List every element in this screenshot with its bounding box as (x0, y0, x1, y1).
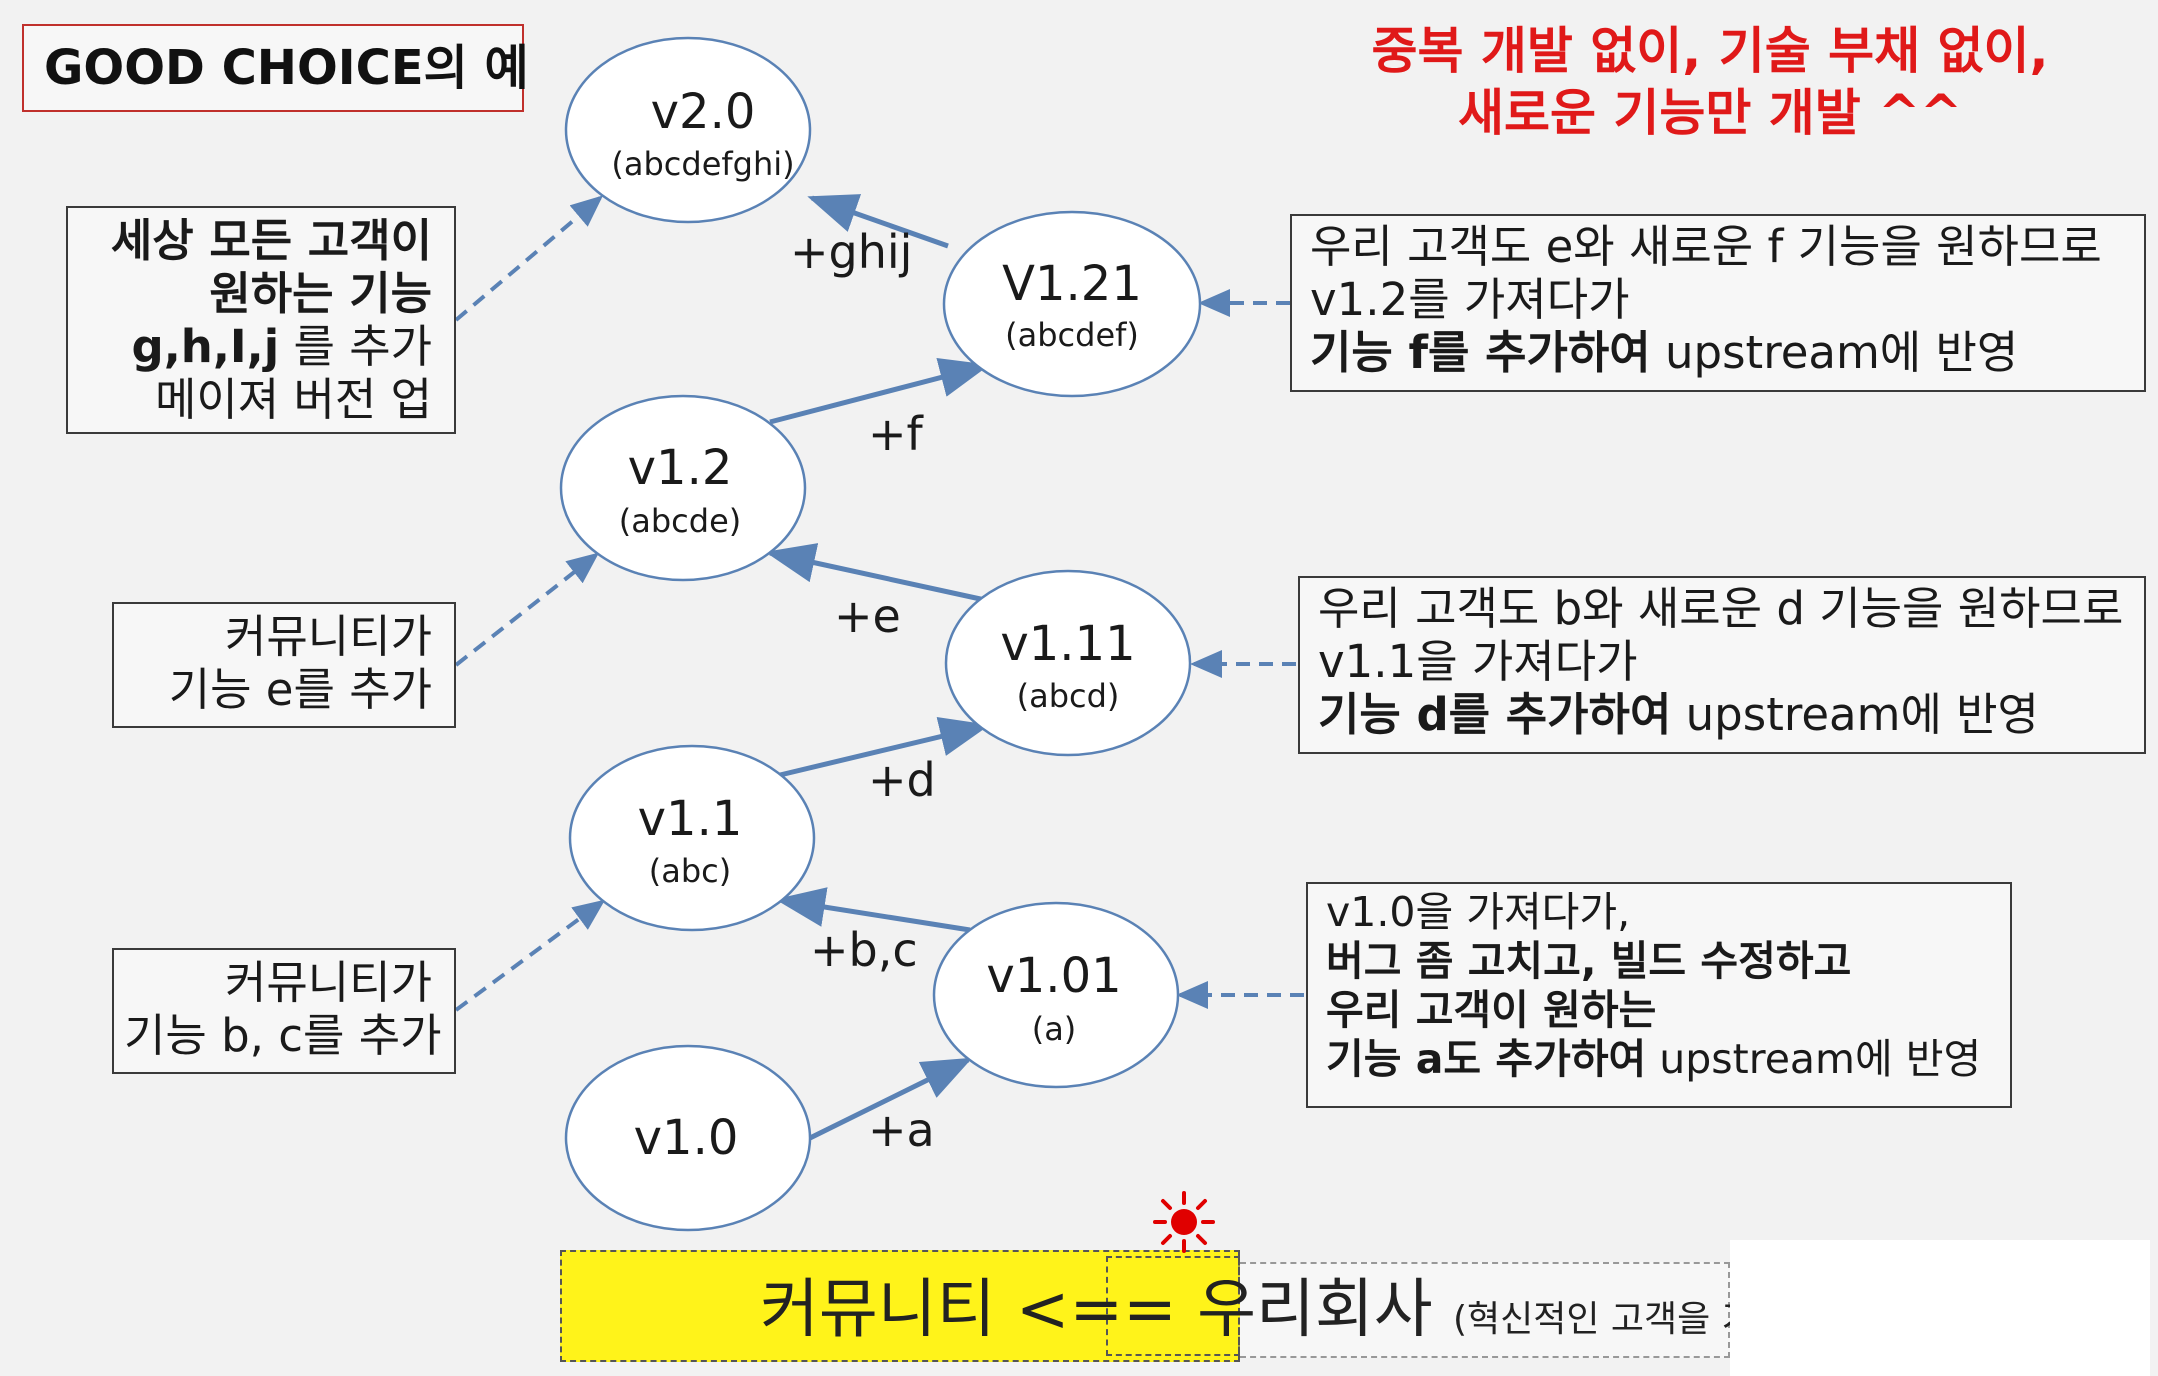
note-customer-f: 우리 고객도 e와 새로운 f 기능을 원하므로 v1.2를 가져다가 기능 f… (1290, 214, 2146, 392)
note-text: upstream에 반영 (1671, 688, 2039, 741)
node-content: (abcde) (619, 502, 741, 540)
note-line: 우리 고객도 b와 새로운 d 기능을 원하므로 (1318, 582, 2124, 635)
node-label: V1.21 (1002, 256, 1142, 312)
node-v1-21: V1.21 (abcdef) (942, 210, 1202, 398)
title-box: GOOD CHOICE의 예 (22, 24, 529, 112)
headline-line-1: 중복 개발 없이, 기술 부채 없이, (1371, 22, 2049, 80)
node-label: v1.1 (638, 791, 743, 847)
note-line: 우리 고객이 원하는 (1326, 986, 1657, 1034)
arrow-v11-to-v111 (779, 717, 990, 778)
arrow-v111-to-v12 (765, 543, 986, 603)
node-v1-1: v1.1 (abc) (568, 744, 816, 932)
note-line: 기능 d를 추가하여 upstream에 반영 (1318, 688, 2126, 741)
node-v1-01: v1.01 (a) (932, 901, 1180, 1089)
node-label: v2.0 (651, 84, 756, 140)
note-text: upstream에 반영 (1646, 1035, 1982, 1083)
edge-label-ghij: +ghij (790, 225, 912, 279)
arrow-v101-to-v11 (775, 887, 971, 933)
community-label: 커뮤니티 <== (760, 1273, 1198, 1347)
node-label: v1.11 (1000, 616, 1135, 672)
note-emphasis: 기능 d를 추가하여 (1318, 688, 1672, 741)
node-label: v1.0 (634, 1110, 739, 1166)
dashed-arrow-major-note (454, 195, 604, 322)
note-emphasis: 기능 a도 추가하여 (1326, 1035, 1647, 1083)
note-line: 기능 a도 추가하여 upstream에 반영 (1326, 1035, 1992, 1084)
arrow-v10-to-v101 (808, 1057, 973, 1141)
node-label: v1.01 (986, 948, 1121, 1004)
note-line: v1.0을 가져다가, (1326, 888, 1631, 936)
node-v1-11: v1.11 (abcd) (944, 569, 1192, 757)
node-content: (abcd) (1017, 677, 1120, 715)
note-emphasis: 기능 f를 추가하여 (1310, 326, 1651, 379)
note-line: 메이져 버전 업 (154, 373, 432, 426)
note-major-version: 세상 모든 고객이 원하는 기능 g,h,I,j 를 추가 메이져 버전 업 (66, 206, 456, 434)
edge-label-d: +d (868, 753, 936, 807)
our-label: 우리 (1197, 1273, 1315, 1347)
bottom-focus-frame (1106, 1256, 1240, 1356)
blank-area (1730, 1240, 2150, 1376)
node-content: (abcdefghi) (611, 145, 794, 183)
note-line: 기능 b, c를 추가 (124, 1009, 442, 1062)
node-v2-0: v2.0 (abcdefghi) (564, 36, 812, 224)
bottom-highlight-banner (560, 1250, 1240, 1362)
note-text: 를 추가 (279, 320, 432, 373)
note-line: 커뮤니티가 (224, 610, 432, 663)
edge-label-a: +a (868, 1103, 935, 1157)
dashed-arrow-e-note (454, 552, 600, 667)
note-line: v1.2를 가져다가 (1310, 273, 1630, 326)
bottom-company-box (1240, 1262, 1730, 1358)
note-customer-a: v1.0을 가져다가, 버그 좀 고치고, 빌드 수정하고 우리 고객이 원하는… (1306, 882, 2012, 1108)
dashed-arrow-bc-note (454, 899, 606, 1012)
note-text: upstream에 반영 (1650, 326, 2019, 379)
headline: 중복 개발 없이, 기술 부채 없이, 새로운 기능만 개발 ^^ (1280, 20, 2140, 144)
note-line: 세상 모든 고객이 (110, 214, 432, 267)
note-customer-d: 우리 고객도 b와 새로운 d 기능을 원하므로 v1.1을 가져다가 기능 d… (1298, 576, 2146, 754)
edge-label-f: +f (868, 407, 925, 461)
arrow-v121-to-v20 (807, 194, 949, 249)
headline-line-2: 새로운 기능만 개발 ^^ (1457, 84, 1962, 142)
node-content: (abc) (649, 852, 731, 890)
note-community-bc: 커뮤니티가 기능 b, c를 추가 (112, 948, 456, 1074)
note-line: v1.1을 가져다가 (1318, 635, 1638, 688)
node-content: (abcdef) (1005, 316, 1139, 354)
note-line: g,h,I,j 를 추가 (78, 320, 432, 373)
company-label: 회사 (1314, 1273, 1453, 1347)
page-title: GOOD CHOICE의 예 (44, 40, 529, 96)
note-community-e: 커뮤니티가 기능 e를 추가 (112, 602, 456, 728)
arrow-v12-to-v121 (769, 357, 990, 425)
cursor-highlight-icon (1153, 1191, 1215, 1253)
edge-label-e: +e (834, 589, 901, 643)
note-line: 버그 좀 고치고, 빌드 수정하고 (1326, 937, 1852, 985)
node-v1-2: v1.2 (abcde) (559, 394, 807, 582)
bottom-caption: 커뮤니티 <== 우리회사 (혁신적인 고객을 가진) (760, 1262, 1802, 1358)
node-v1-0: v1.0 (564, 1044, 812, 1232)
note-line: 커뮤니티가 (224, 956, 432, 1009)
node-content: (a) (1032, 1010, 1077, 1048)
node-label: v1.2 (628, 440, 733, 496)
note-line: 우리 고객도 e와 새로운 f 기능을 원하므로 (1310, 220, 2102, 273)
edge-label-bc: +b,c (810, 923, 918, 977)
feature-list: g,h,I,j (131, 320, 280, 373)
note-line: 기능 e를 추가 (168, 663, 432, 716)
note-line: 원하는 기능 (209, 267, 432, 320)
note-line: 기능 f를 추가하여 upstream에 반영 (1310, 326, 2126, 379)
